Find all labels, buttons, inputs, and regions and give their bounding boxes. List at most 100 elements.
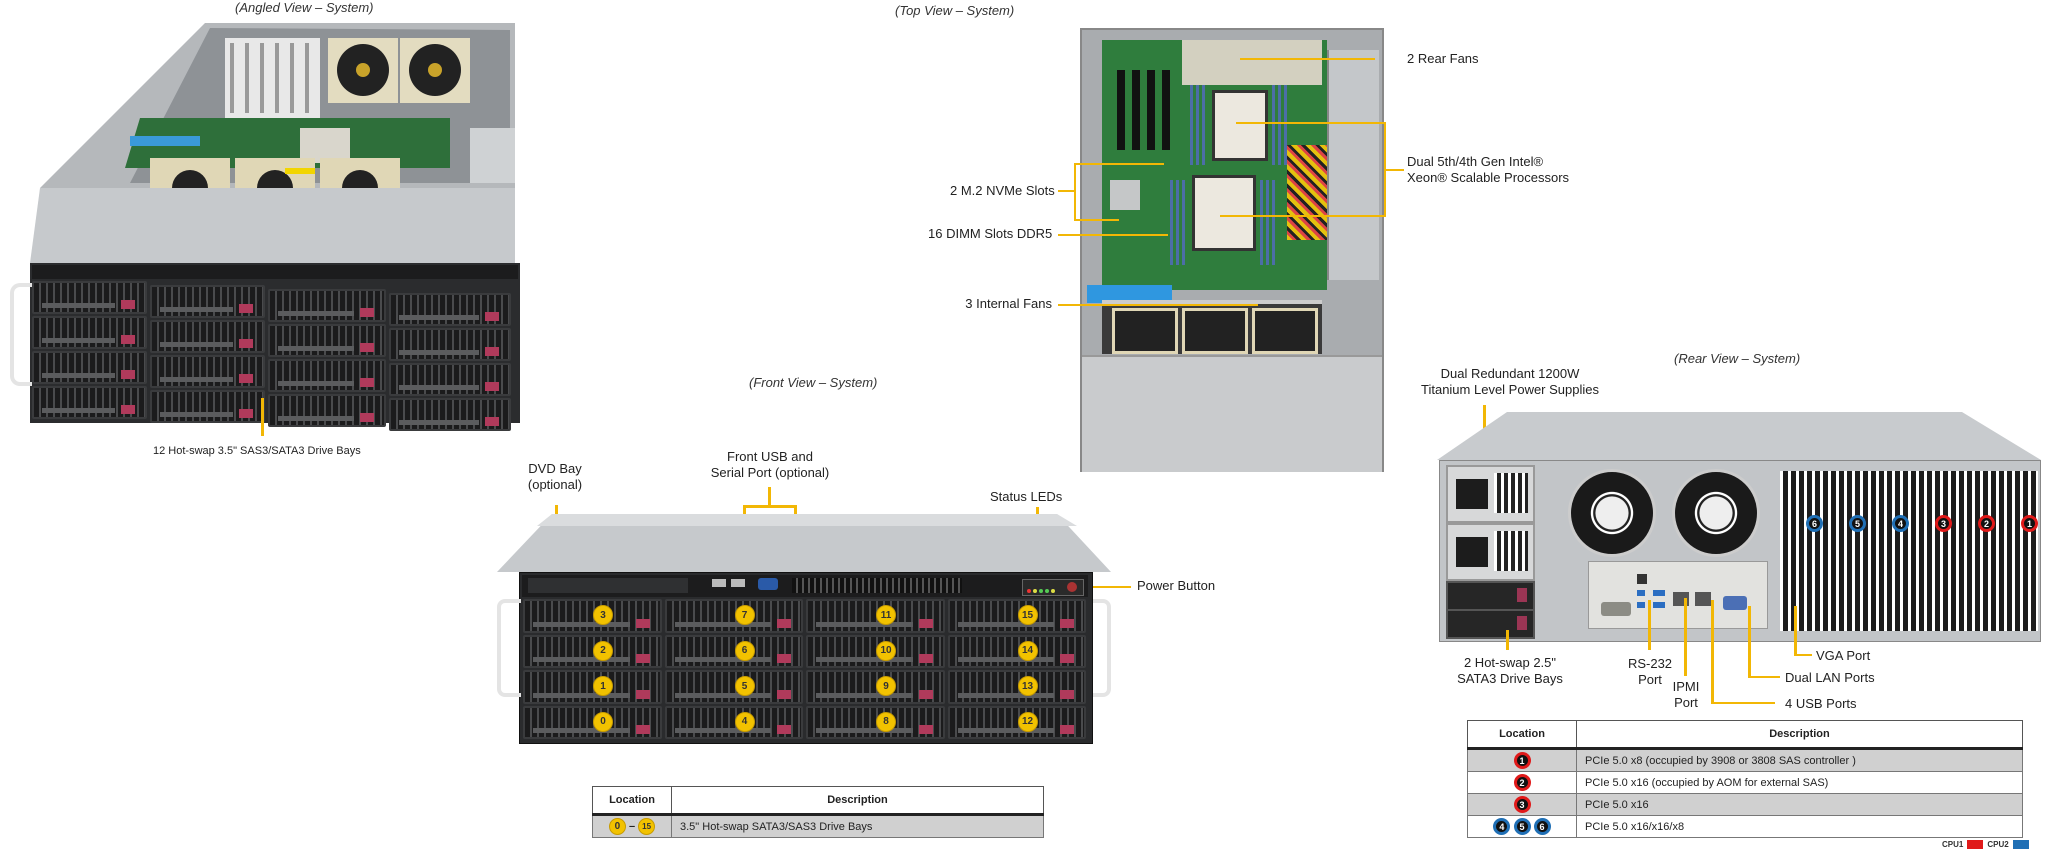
drive-bay[interactable]: 3	[523, 599, 662, 633]
legend-label-cpu2: CPU2	[1987, 840, 2009, 849]
rear-chassis-top	[1437, 412, 2041, 460]
pcie-slot-6-badge: 6	[1806, 515, 1823, 532]
rack-handle-left	[10, 283, 32, 386]
psu-label-line1: Dual Redundant 1200W	[1440, 366, 1580, 381]
dimm-label: 16 DIMM Slots DDR5	[928, 226, 1053, 241]
pcie-slot-4-badge: 4	[1892, 515, 1909, 532]
rear-table-header-location: Location	[1467, 720, 1577, 750]
drive-bay[interactable]: 2	[523, 634, 662, 668]
internal-fans-label: 3 Internal Fans	[965, 296, 1052, 311]
drive-bay[interactable]: 5	[664, 670, 803, 704]
pcie-slot-5-badge: 5	[1849, 515, 1866, 532]
table-row: 4 5 6 PCIe 5.0 x16/x16/x8	[1467, 815, 2023, 838]
bay-number-badge: 13	[1017, 676, 1038, 696]
m2-heatsink	[1110, 180, 1140, 210]
cpu-label: Dual 5th/4th Gen Intel® Xeon® Scalable P…	[1407, 154, 1569, 186]
angled-view-image	[10, 18, 520, 431]
drive-bay[interactable]: 6	[664, 634, 803, 668]
bay-number-badge: 5	[734, 676, 755, 696]
cpu2-heatsink	[1212, 90, 1268, 161]
rack-handle-right	[1093, 599, 1111, 697]
drive-bay[interactable]: 10	[806, 634, 945, 668]
cpu-label-line2: Xeon® Scalable Processors	[1407, 170, 1570, 185]
drive-bay[interactable]: 12	[947, 705, 1086, 739]
ipmi-label-line2: Port	[1674, 695, 1698, 710]
front-table-header-description: Description	[671, 786, 1044, 816]
top-view-caption: (Top View – System)	[895, 3, 1015, 18]
table-row: 3 PCIe 5.0 x16	[1467, 793, 2023, 816]
cpu-label-line1: Dual 5th/4th Gen Intel®	[1407, 154, 1544, 169]
drive-bay[interactable]: 0	[523, 705, 662, 739]
drive-bay[interactable]: 4	[664, 705, 803, 739]
angled-view-caption: (Angled View – System)	[235, 0, 374, 15]
rear-table-location-cell: 2	[1467, 771, 1577, 794]
status-leds-label: Status LEDs	[990, 489, 1063, 504]
pcie-slot-2-badge: 2	[1978, 515, 1995, 532]
drive-bay[interactable]: 9	[806, 670, 945, 704]
callout-line-drive-bays	[261, 398, 264, 436]
drive-bay[interactable]: 14	[947, 634, 1086, 668]
rear-table-location-cell: 1	[1467, 748, 1577, 772]
bay-number-badge: 0	[593, 711, 613, 732]
drive-bay[interactable]: 11	[806, 599, 945, 633]
usb-port-1	[1637, 590, 1645, 596]
rear-view-caption: (Rear View – System)	[1674, 351, 1801, 366]
bay-number-badge: 7	[734, 605, 755, 625]
power-cables	[1287, 145, 1327, 240]
front-view-caption: (Front View – System)	[749, 375, 878, 390]
bay-number-badge: 15	[1017, 605, 1038, 625]
drive-cage-lid	[1082, 355, 1382, 472]
rear-fan-2	[1672, 469, 1760, 557]
legend-swatch-cpu2	[2012, 840, 2029, 849]
front-serial-port	[758, 578, 778, 590]
bay-number-badge: 1	[593, 676, 613, 696]
drive-bay[interactable]: 8	[806, 705, 945, 739]
drive-bay[interactable]: 7	[664, 599, 803, 633]
slot-badge-1: 1	[1513, 752, 1531, 769]
cpu1-heatsink	[1192, 175, 1256, 251]
dvd-bay-label: DVD Bay (optional)	[520, 461, 590, 493]
psu-1	[1446, 465, 1535, 523]
front-control-strip	[522, 575, 1088, 597]
slot-badge-3: 3	[1513, 796, 1531, 813]
rear-table-description-cell: PCIe 5.0 x8 (occupied by 3908 or 3808 SA…	[1576, 748, 2023, 772]
vga-port-label: VGA Port	[1816, 648, 1871, 663]
io-shield	[1588, 561, 1768, 629]
power-button[interactable]	[1067, 582, 1077, 592]
status-led-panel	[1022, 579, 1084, 596]
ipmi-label: IPMI Port	[1665, 679, 1707, 711]
dvd-bay-label-line1: DVD Bay	[528, 461, 582, 476]
drive-bay[interactable]: 1	[523, 670, 662, 704]
front-table-description-cell: 3.5" Hot-swap SATA3/SAS3 Drive Bays	[671, 814, 1044, 838]
table-row: 1 PCIe 5.0 x8 (occupied by 3908 or 3808 …	[1467, 748, 2023, 772]
dvd-bay-label-line2: (optional)	[527, 477, 583, 492]
legend-swatch-cpu1	[1967, 840, 1984, 849]
psu-label: Dual Redundant 1200W Titanium Level Powe…	[1410, 366, 1610, 398]
rear-drive-bays-label: 2 Hot-swap 2.5" SATA3 Drive Bays	[1440, 655, 1580, 687]
drive-bay[interactable]: 13	[947, 670, 1086, 704]
front-table-location-cell: 0 – 15	[592, 814, 672, 838]
rear-fans-label: 2 Rear Fans	[1407, 51, 1479, 66]
bay-number-badge: 8	[876, 711, 896, 732]
bay-number-badge: 12	[1017, 711, 1038, 732]
rear-table-location-cell: 3	[1467, 793, 1577, 816]
power-button-label: Power Button	[1137, 578, 1216, 593]
front-table-header-location: Location	[592, 786, 672, 816]
rack-handle-left	[497, 599, 521, 697]
front-location-table: Location Description 0 – 15 3.5" Hot-swa…	[592, 786, 1044, 838]
rear-drive-bay-1	[1446, 581, 1535, 611]
vga-port	[1723, 596, 1747, 610]
slot-badge-4: 4	[1493, 818, 1511, 835]
internal-fan-wall	[1102, 300, 1322, 354]
front-usb-label-line2: Serial Port (optional)	[710, 465, 830, 480]
bay-badge-from: 0	[608, 818, 626, 835]
usb-ports-label: 4 USB Ports	[1785, 696, 1857, 711]
drive-bay[interactable]: 15	[947, 599, 1086, 633]
blue-riser	[1087, 285, 1172, 303]
bay-number-badge: 4	[734, 711, 755, 732]
front-chassis-top	[497, 514, 1111, 572]
